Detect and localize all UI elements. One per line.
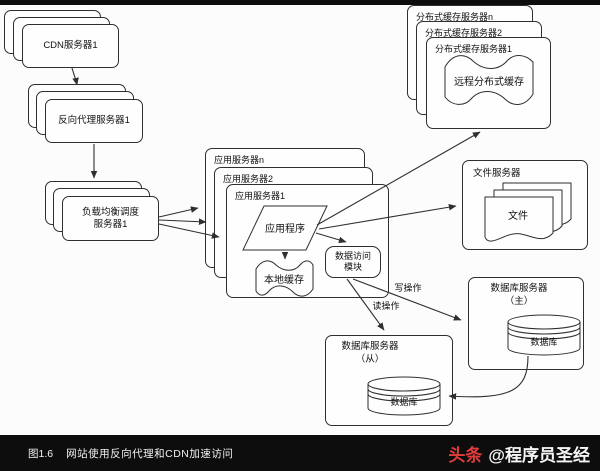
arrow-lb-to-app-n	[158, 206, 199, 218]
watermark-account: @程序员圣经	[488, 445, 590, 465]
reverse-proxy-label: 反向代理服务器1	[58, 115, 130, 126]
load-balancer-label: 负载均衡调度 服务器1	[81, 206, 139, 230]
cdn-server-label: CDN服务器1	[43, 40, 98, 51]
file-server-label: 文件服务器	[473, 168, 521, 179]
data-access-module-box: 数据访问 模块	[325, 246, 381, 278]
watermark: 头条 @程序员圣经	[448, 441, 590, 466]
write-operation-label: 写操作	[394, 282, 421, 293]
db-server-slave-label: 数据库服务器 （从）	[341, 341, 399, 365]
dist-cache-n-label: 分布式缓存服务器n	[416, 12, 494, 22]
db-server-master-label: 数据库服务器 （主）	[490, 283, 548, 307]
arrow-cdn-to-proxy	[71, 67, 79, 86]
load-balancer-box: 负载均衡调度 服务器1	[62, 196, 159, 241]
db-server-master-box: 数据库服务器 （主）	[468, 277, 584, 370]
cdn-server-box: CDN服务器1	[22, 24, 119, 68]
db-server-slave-box: 数据库服务器 （从）	[325, 335, 453, 426]
arrow-lb-to-app-2	[158, 218, 207, 225]
app-server-2-label: 应用服务器2	[223, 174, 274, 184]
file-server-box: 文件服务器	[462, 160, 588, 250]
figure-caption: 网站使用反向代理和CDN加速访问	[66, 447, 234, 460]
toutiao-logo: 头条	[448, 445, 483, 465]
read-operation-label: 读操作	[372, 300, 399, 311]
app-server-1-box: 应用服务器1	[226, 184, 389, 298]
figure-number: 图1.6	[28, 447, 54, 460]
reverse-proxy-box: 反向代理服务器1	[45, 99, 143, 143]
dist-cache-1-label: 分布式缓存服务器1	[435, 44, 513, 54]
top-black-bar	[0, 0, 600, 5]
app-server-1-label: 应用服务器1	[235, 191, 286, 201]
bottom-caption-bar: 图1.6 网站使用反向代理和CDN加速访问 头条 @程序员圣经	[0, 435, 600, 471]
data-access-module-label: 数据访问 模块	[334, 251, 371, 272]
dist-cache-1-box: 分布式缓存服务器1	[426, 37, 551, 129]
dist-cache-2-label: 分布式缓存服务器2	[425, 28, 503, 38]
app-server-n-label: 应用服务器n	[214, 155, 265, 165]
